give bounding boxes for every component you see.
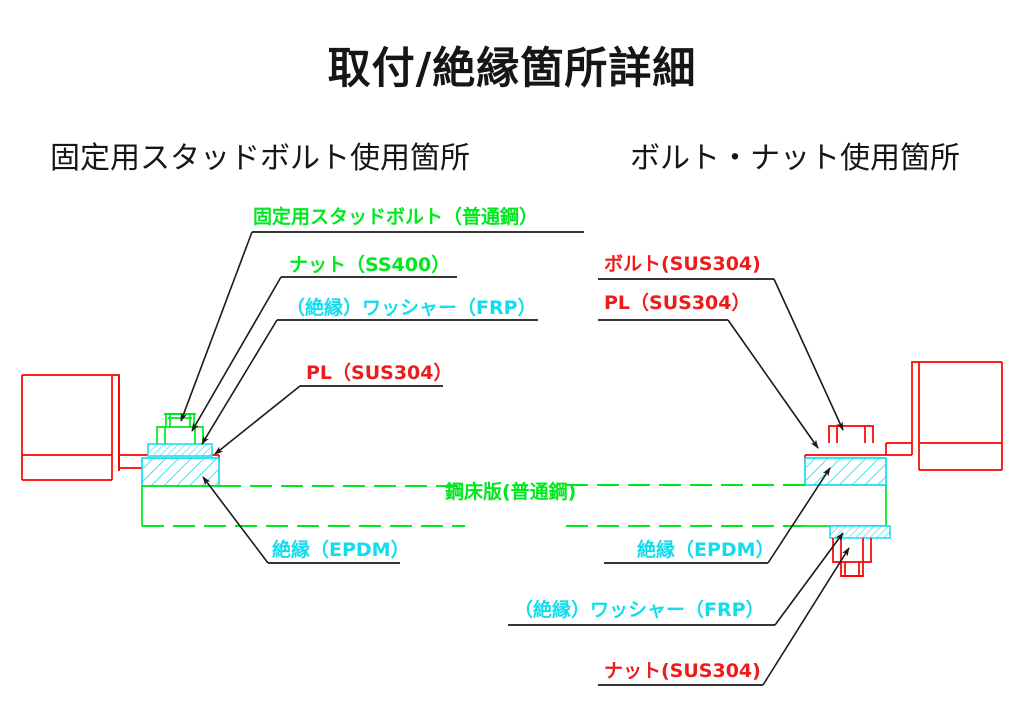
left-frp-washer	[147, 443, 213, 457]
leader-left-insulation	[202, 476, 269, 564]
left-assembly	[21, 374, 465, 527]
right-bolt-head	[828, 425, 874, 443]
right-red-bracket	[911, 361, 1003, 471]
callout-right-washer: （絶縁）ワッシャー（FRP）	[514, 599, 765, 621]
leader-left-plate	[214, 385, 301, 455]
left-stud-bolt-nut	[156, 413, 204, 444]
section-subtitle-left: 固定用スタッドボルト使用箇所	[50, 141, 470, 176]
leader-right-plate	[727, 319, 819, 449]
leader-right-washer	[774, 532, 844, 626]
callout-left-insulation: 絶縁（EPDM）	[272, 539, 410, 561]
right-epdm-insulation	[804, 457, 887, 486]
right-deck-plate	[560, 484, 887, 527]
page-title: 取付/絶縁箇所詳細	[327, 44, 697, 94]
left-red-bracket	[21, 374, 120, 481]
leader-left-nut	[191, 276, 282, 432]
leader-right-insulation	[767, 467, 831, 564]
callout-left-plate: PL（SUS304）	[306, 362, 453, 384]
leader-left-washer	[201, 319, 278, 445]
callout-right-insulation: 絶縁（EPDM）	[637, 539, 775, 561]
left-deck-plate	[141, 485, 465, 527]
callout-left-stud-bolt: 固定用スタッドボルト（普通鋼）	[253, 206, 539, 228]
callout-left-nut: ナット（SS400）	[289, 254, 451, 276]
leader-left-stud-bolt	[180, 231, 253, 422]
left-leader-lines	[180, 231, 584, 564]
right-assembly	[560, 361, 1003, 577]
right-nut-bottom	[832, 538, 872, 577]
section-subtitle-right: ボルト・ナット使用箇所	[630, 141, 960, 176]
callout-deck-plate: 鋼床版(普通鋼)	[445, 481, 577, 503]
leader-right-bolt	[773, 278, 844, 431]
right-frp-washer	[829, 525, 891, 539]
leader-right-nut	[762, 547, 850, 686]
right-leader-lines	[508, 278, 850, 686]
callout-left-washer: （絶縁）ワッシャー（FRP）	[286, 297, 537, 319]
callout-right-bolt: ボルト(SUS304)	[604, 253, 761, 275]
callout-right-nut: ナット(SUS304)	[604, 660, 761, 682]
callout-right-plate: PL（SUS304）	[604, 292, 751, 314]
